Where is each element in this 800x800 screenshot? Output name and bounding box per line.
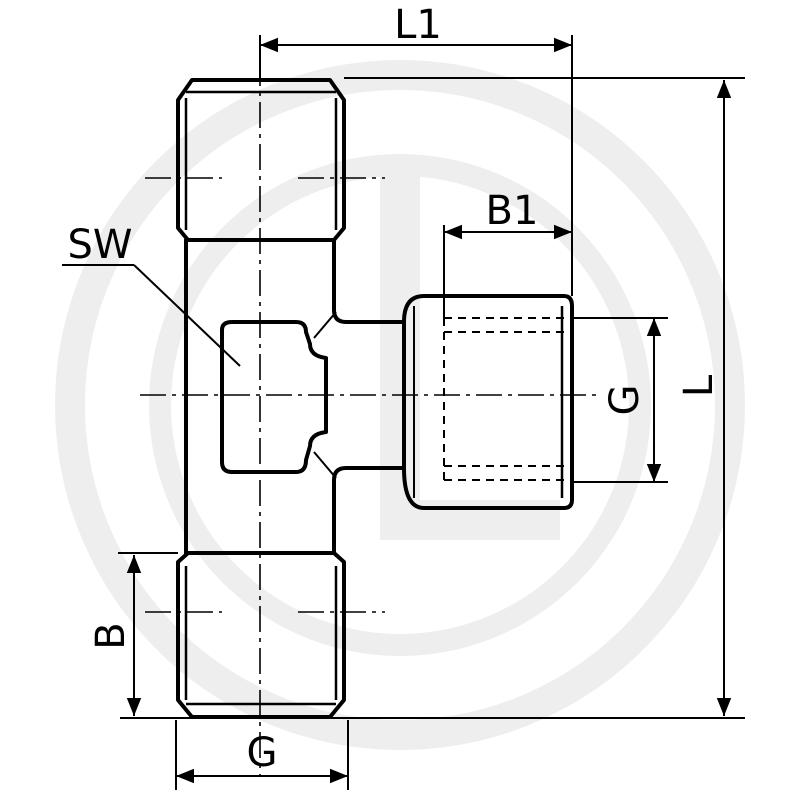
center-lines — [140, 60, 600, 775]
dimension-label-sw: SW — [68, 222, 133, 268]
dimension-label-g-bottom: G — [247, 730, 278, 776]
dimension-label-b1: B1 — [486, 188, 539, 234]
fitting-body — [176, 78, 574, 719]
dimension-label-g-side: G — [602, 385, 648, 416]
extension-lines — [118, 35, 745, 790]
dimension-label-b: B — [88, 622, 134, 649]
dimension-label-l1: L1 — [394, 2, 442, 48]
dimension-lines — [62, 37, 732, 784]
dimension-label-l: L — [676, 374, 722, 397]
